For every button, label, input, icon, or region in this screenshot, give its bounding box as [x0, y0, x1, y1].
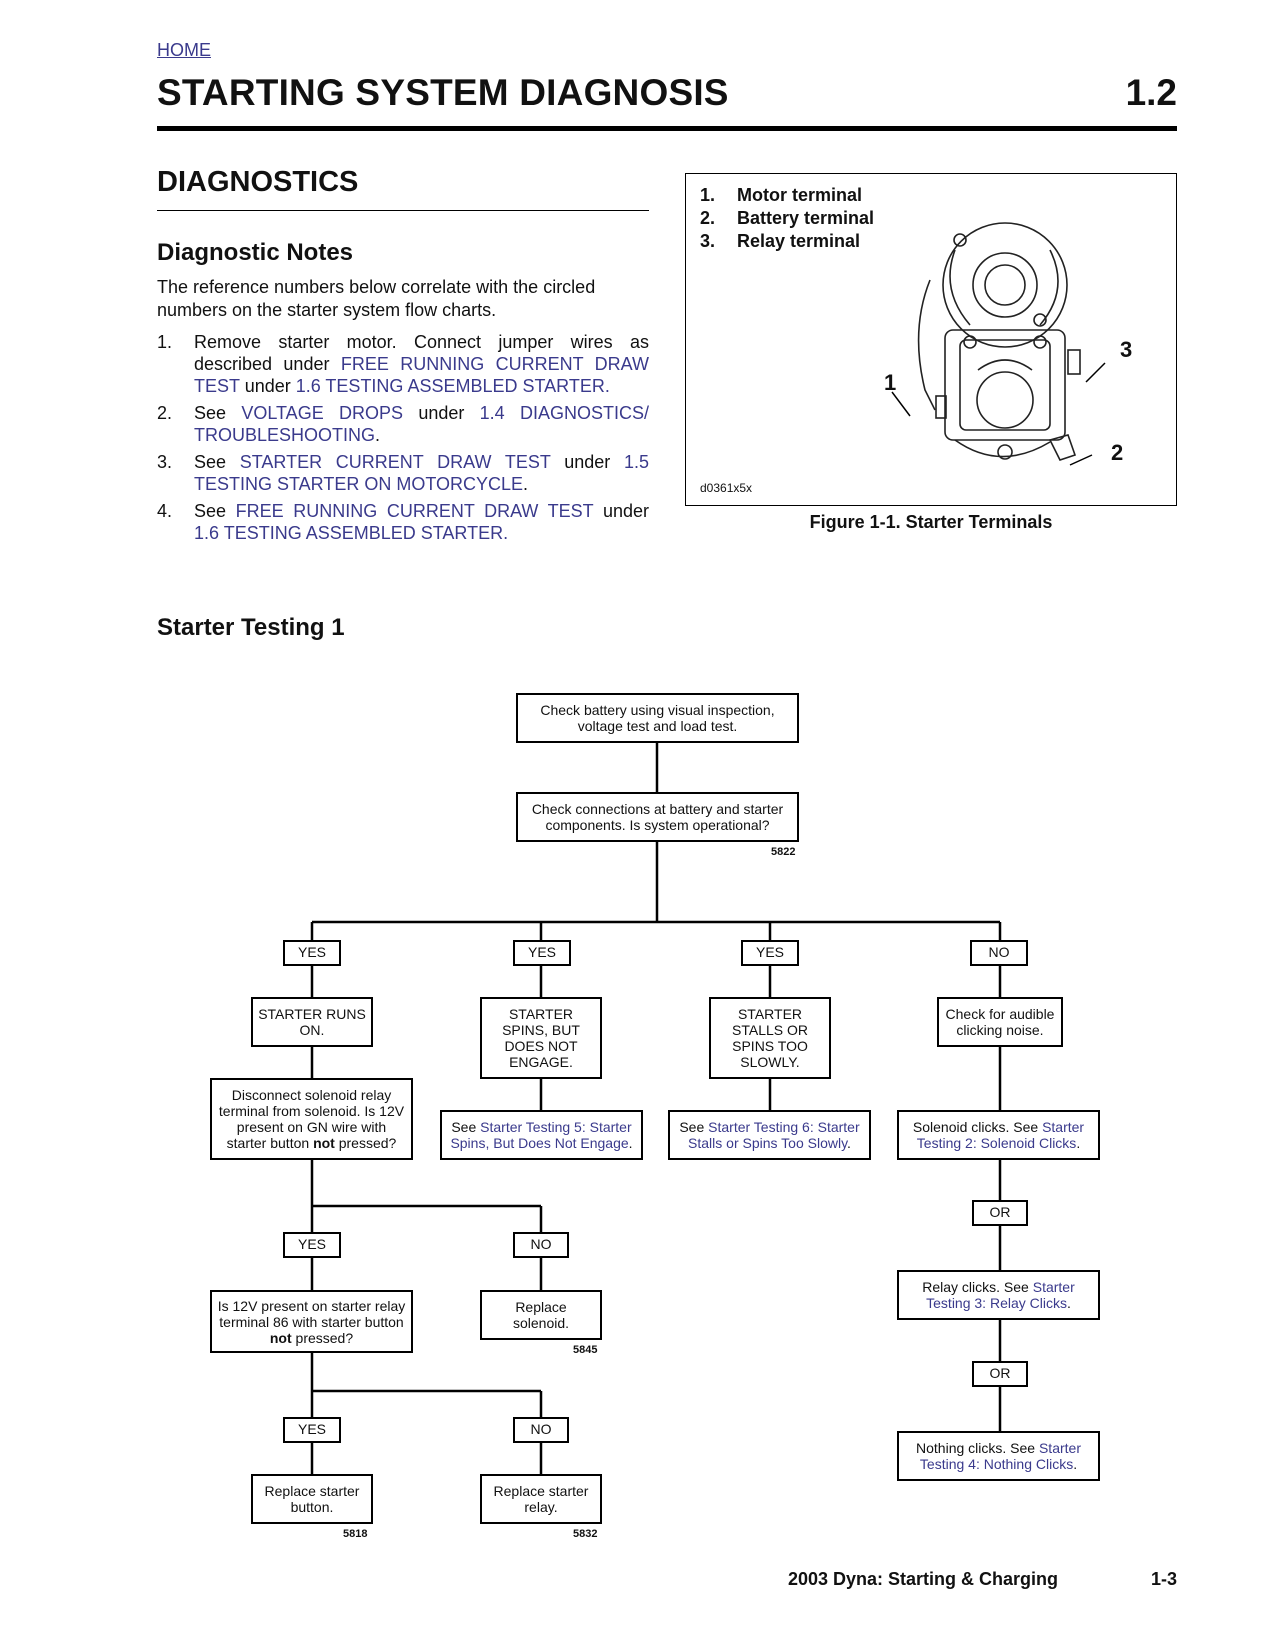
- section-number: 1.2: [1125, 72, 1177, 113]
- note-text: under: [593, 501, 649, 521]
- flow-check-connections: Check connections at battery and starter…: [516, 792, 799, 842]
- flow-audible-click: Check for audible clicking noise.: [937, 997, 1063, 1047]
- note-link[interactable]: FREE RUNNING CURRENT DRAW TEST: [194, 354, 649, 396]
- note-link[interactable]: 1.6 TESTING ASSEMBLED STARTER.: [295, 376, 610, 396]
- flow-yes-label: YES: [283, 940, 341, 966]
- note-number: 1.: [157, 332, 173, 352]
- callout-number: 2: [1111, 440, 1124, 465]
- diagnostic-note-item: 4. See FREE RUNNING CURRENT DRAW TEST und…: [157, 500, 649, 544]
- flow-code: 5845: [573, 1344, 598, 1356]
- flow-check-battery: Check battery using visual inspection, v…: [516, 693, 799, 743]
- diagnostic-notes-intro: The reference numbers below correlate wi…: [157, 277, 596, 320]
- note-link[interactable]: VOLTAGE DROPS: [241, 403, 404, 423]
- diagnostic-notes-heading: Diagnostic Notes: [157, 239, 354, 266]
- figure-caption: Figure 1-1. Starter Terminals: [809, 512, 1053, 532]
- testing6-link[interactable]: Starter Testing 6: Starter Stalls or Spi…: [688, 1119, 860, 1151]
- callout-number: 1: [884, 370, 897, 395]
- flow-replace-relay: Replace starter relay.: [480, 1474, 602, 1524]
- flow-spins-no-engage: STARTER SPINS, BUT DOES NOT ENGAGE.: [480, 997, 602, 1079]
- note-text: .: [523, 474, 529, 494]
- flow-yes-label: YES: [513, 940, 571, 966]
- home-link[interactable]: HOME: [157, 40, 211, 60]
- testing2-link[interactable]: Starter Testing 2: Solenoid Clicks: [916, 1119, 1085, 1151]
- flow-or-label: OR: [972, 1361, 1028, 1387]
- flow-relay-clicks: Relay clicks. See Starter Testing 3: Rel…: [897, 1270, 1100, 1320]
- note-text: See: [194, 452, 240, 472]
- note-text: See: [194, 403, 242, 423]
- note-text: under: [239, 376, 296, 396]
- note-text: Remove starter motor. Connect jumper wir…: [194, 332, 649, 374]
- footer-title: 2003 Dyna: Starting & Charging: [787, 1569, 1058, 1589]
- flow-replace-button: Replace starter button.: [251, 1474, 373, 1524]
- legend-item: 1.Motor terminal: [700, 185, 863, 205]
- diagnostics-heading: DIAGNOSTICS: [157, 166, 359, 198]
- diagnostic-note-item: 3. See STARTER CURRENT DRAW TEST under 1.…: [157, 451, 649, 495]
- figure-legend: 1.Motor terminal 2.Battery terminal 3.Re…: [700, 184, 874, 253]
- diagnostic-note-item: 1. Remove starter motor. Connect jumper w…: [157, 331, 649, 397]
- flow-nothing-clicks: Nothing clicks. See Starter Testing 4: N…: [897, 1431, 1100, 1481]
- flow-or-label: OR: [972, 1200, 1028, 1226]
- flow-no-label: NO: [513, 1417, 569, 1443]
- note-link[interactable]: 1.5 TESTING STARTER ON MOTORCYCLE: [194, 452, 649, 494]
- callout-number: 3: [1120, 337, 1133, 362]
- flow-code: 5818: [343, 1528, 368, 1540]
- footer-page-number: 1-3: [1150, 1569, 1177, 1589]
- note-number: 2.: [157, 403, 173, 423]
- figure-leader-lines: [891, 362, 1106, 466]
- flow-yes-label: YES: [283, 1417, 341, 1443]
- testing5-link[interactable]: Starter Testing 5: Starter Spins, But Do…: [450, 1119, 632, 1151]
- flow-code: 5822: [771, 846, 796, 858]
- note-link[interactable]: 1.4 DIAGNOSTICS/ TROUBLESHOOTING: [194, 403, 649, 445]
- note-link[interactable]: FREE RUNNING CURRENT DRAW TEST: [235, 501, 594, 521]
- note-text: See: [194, 501, 236, 521]
- note-number: 3.: [157, 452, 173, 472]
- testing3-link[interactable]: Starter Testing 3: Relay Clicks: [926, 1279, 1075, 1311]
- starter-testing-heading: Starter Testing 1: [157, 614, 345, 641]
- starter-motor-illustration: [917, 222, 1081, 461]
- flow-see-testing5: See Starter Testing 5: Starter Spins, Bu…: [440, 1110, 643, 1160]
- flow-no-label: NO: [513, 1232, 569, 1258]
- flow-solenoid-clicks: Solenoid clicks. See Starter Testing 2: …: [897, 1110, 1100, 1160]
- figure-frame: [685, 173, 1177, 506]
- flow-runs-on: STARTER RUNS ON.: [251, 997, 373, 1047]
- flow-replace-solenoid: Replace solenoid.: [480, 1290, 602, 1340]
- diagnostic-note-item: 2. See VOLTAGE DROPS under 1.4 DIAGNOSTIC…: [157, 402, 649, 446]
- flow-code: 5832: [573, 1528, 598, 1540]
- note-link[interactable]: 1.6 TESTING ASSEMBLED STARTER.: [194, 523, 509, 543]
- diagnostic-notes-list: 1. Remove starter motor. Connect jumper w…: [157, 331, 649, 549]
- note-text: .: [375, 425, 381, 445]
- flow-is12v-relay: Is 12V present on starter relay terminal…: [210, 1290, 413, 1353]
- note-link[interactable]: STARTER CURRENT DRAW TEST: [239, 452, 551, 472]
- note-text: under: [403, 403, 480, 423]
- flow-yes-label: YES: [741, 940, 799, 966]
- title-rule: [157, 126, 1177, 131]
- legend-item: 2.Battery terminal: [700, 208, 875, 228]
- flow-yes-label: YES: [283, 1232, 341, 1258]
- page-title: STARTING SYSTEM DIAGNOSIS: [157, 72, 729, 113]
- figure-code: d0361x5x: [700, 481, 753, 495]
- note-text: under: [550, 452, 624, 472]
- flow-no-label: NO: [970, 940, 1028, 966]
- testing4-link[interactable]: Starter Testing 4: Nothing Clicks: [919, 1440, 1081, 1472]
- legend-item: 3.Relay terminal: [700, 231, 861, 251]
- diagnostics-rule: [157, 210, 649, 211]
- note-number: 4.: [157, 501, 173, 521]
- flow-disconnect-relay: Disconnect solenoid relay terminal from …: [210, 1078, 413, 1160]
- flow-stalls: STARTER STALLS OR SPINS TOO SLOWLY.: [709, 997, 831, 1079]
- flow-see-testing6: See Starter Testing 6: Starter Stalls or…: [668, 1110, 871, 1160]
